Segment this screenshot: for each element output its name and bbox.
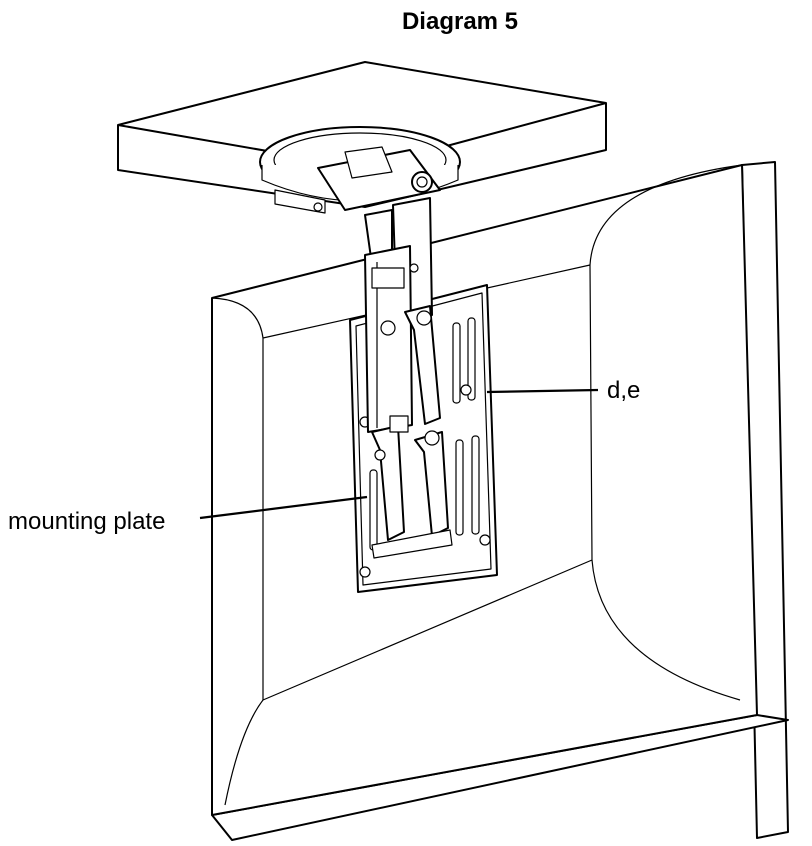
display-panel [211, 161, 789, 841]
de-callout: d,e [607, 377, 641, 404]
de-leader-line [486, 388, 599, 394]
ceiling-mount-bracket [259, 126, 461, 214]
mounting-plate-leader-line [199, 495, 368, 520]
hanger-arm [364, 197, 453, 559]
diagram-title: Diagram 5 [401, 8, 519, 35]
mounting-plate-callout: mounting plate [8, 508, 166, 535]
